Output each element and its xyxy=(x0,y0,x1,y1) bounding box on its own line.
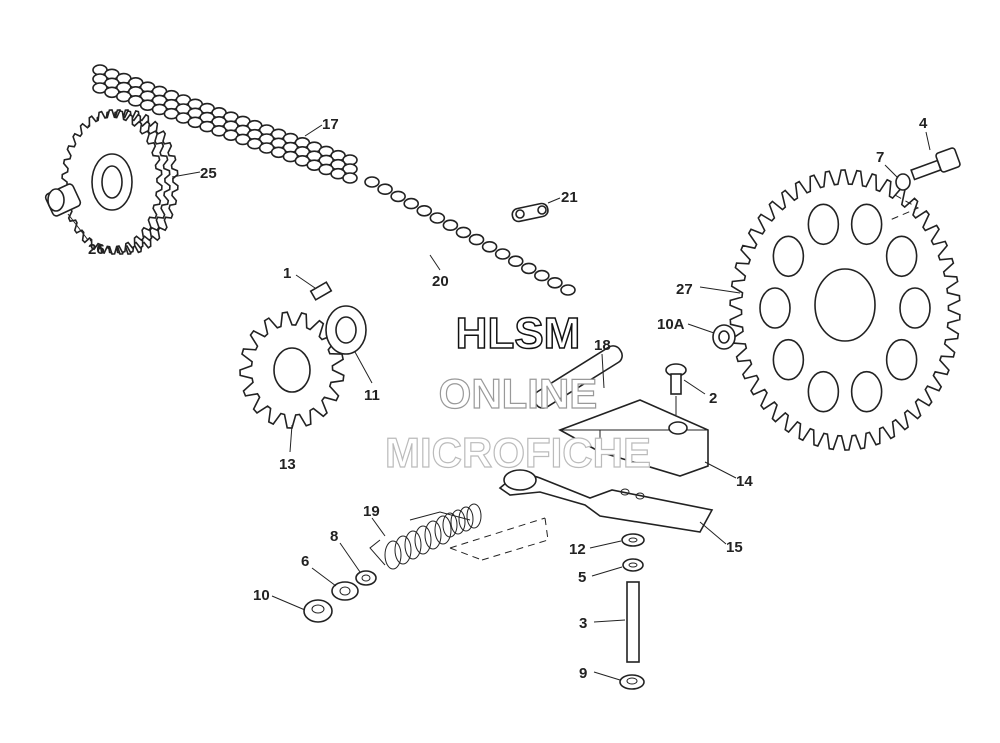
triple-sprocket-25 xyxy=(61,109,179,255)
lightening-hole xyxy=(807,370,840,413)
label-4: 4 xyxy=(919,115,928,132)
spring-coil xyxy=(424,520,442,550)
spring-coil xyxy=(384,540,402,570)
label-13: 13 xyxy=(279,456,296,473)
label-7: 7 xyxy=(876,149,884,166)
nut-10a xyxy=(712,324,736,350)
chain-link xyxy=(547,276,563,289)
washer-5 xyxy=(622,558,644,572)
nut-10 xyxy=(303,599,333,623)
front-sprocket-13 xyxy=(239,311,345,429)
label-8: 8 xyxy=(330,528,338,545)
rear-sprocket-27 xyxy=(729,169,961,451)
chain-link xyxy=(494,248,511,260)
stud-18 xyxy=(533,345,623,409)
label-12: 12 xyxy=(569,541,586,558)
label-21: 21 xyxy=(561,189,578,206)
roller-chain-20 xyxy=(364,176,576,296)
chain-link xyxy=(520,262,537,275)
bracket-15 xyxy=(498,469,714,533)
label-5: 5 xyxy=(578,569,586,586)
chain-link xyxy=(390,190,406,203)
bolt-4 xyxy=(910,147,961,181)
master-link-21 xyxy=(511,202,549,223)
chain-link xyxy=(342,172,358,184)
spring-coil xyxy=(466,503,482,529)
label-26: 26 xyxy=(88,241,105,258)
set-screw-1 xyxy=(309,281,333,301)
stud-3 xyxy=(626,581,640,663)
lightening-hole xyxy=(899,287,931,329)
center-hole xyxy=(814,268,876,342)
double-roller-chain-17 xyxy=(92,64,358,184)
label-11: 11 xyxy=(364,387,380,404)
label-17: 17 xyxy=(322,116,339,133)
label-20: 20 xyxy=(432,273,449,290)
lightening-hole xyxy=(885,235,918,278)
washer-12 xyxy=(621,533,645,547)
spring-coil xyxy=(442,512,458,538)
chain-link xyxy=(468,233,485,246)
watermark-line-3: MICROFICHE xyxy=(385,429,651,476)
chain-link xyxy=(377,183,393,195)
label-10a: 10A xyxy=(657,316,685,333)
washer-6 xyxy=(331,581,359,601)
spring-coil xyxy=(434,515,452,545)
chain-link xyxy=(403,197,420,210)
label-6: 6 xyxy=(301,553,309,570)
spring-19 xyxy=(369,503,482,570)
label-18: 18 xyxy=(594,337,611,354)
lightening-hole xyxy=(885,338,918,381)
leader-lines xyxy=(67,124,931,681)
center-hole xyxy=(101,165,123,199)
chain-link xyxy=(429,212,446,224)
spring-coil xyxy=(394,535,412,565)
label-3: 3 xyxy=(579,615,587,632)
chain-link xyxy=(416,205,433,217)
lock-washer-7 xyxy=(895,173,911,191)
label-2: 2 xyxy=(709,390,717,407)
label-14: 14 xyxy=(736,473,753,490)
lightening-hole xyxy=(772,235,805,278)
label-9: 9 xyxy=(579,665,587,682)
chain-link xyxy=(507,255,524,268)
lightening-hole xyxy=(772,338,805,381)
nut-11 xyxy=(325,305,367,355)
lightening-hole xyxy=(807,203,840,246)
lightening-hole xyxy=(759,287,791,329)
center-hole xyxy=(273,347,311,393)
label-1: 1 xyxy=(283,265,291,282)
watermark-line-1: HLSM xyxy=(456,309,581,358)
washer-8 xyxy=(355,570,377,586)
label-15: 15 xyxy=(726,539,743,556)
lightening-hole xyxy=(850,203,883,246)
watermark-line-2: ONLINE xyxy=(439,370,598,417)
label-25: 25 xyxy=(200,165,217,182)
chain-link xyxy=(442,219,459,231)
label-19: 19 xyxy=(363,503,380,520)
lightening-hole xyxy=(850,370,883,413)
mounting-block-14 xyxy=(558,399,709,477)
chain-link xyxy=(364,176,380,188)
chain-link xyxy=(481,241,498,253)
chain-link xyxy=(455,226,472,239)
spring-arm xyxy=(369,511,471,566)
screw-2 xyxy=(665,363,687,395)
chain-link xyxy=(560,284,576,296)
watermark: HLSM ONLINE MICROFICHE xyxy=(384,308,651,476)
nut-26 xyxy=(44,183,82,217)
spring-coil xyxy=(404,530,422,560)
spring-coil xyxy=(458,506,474,532)
chain-link xyxy=(534,269,550,282)
label-10: 10 xyxy=(253,587,270,604)
label-27: 27 xyxy=(676,281,693,298)
spring-coil xyxy=(414,525,432,555)
nut-9 xyxy=(619,674,645,690)
spring-coil xyxy=(450,509,466,535)
